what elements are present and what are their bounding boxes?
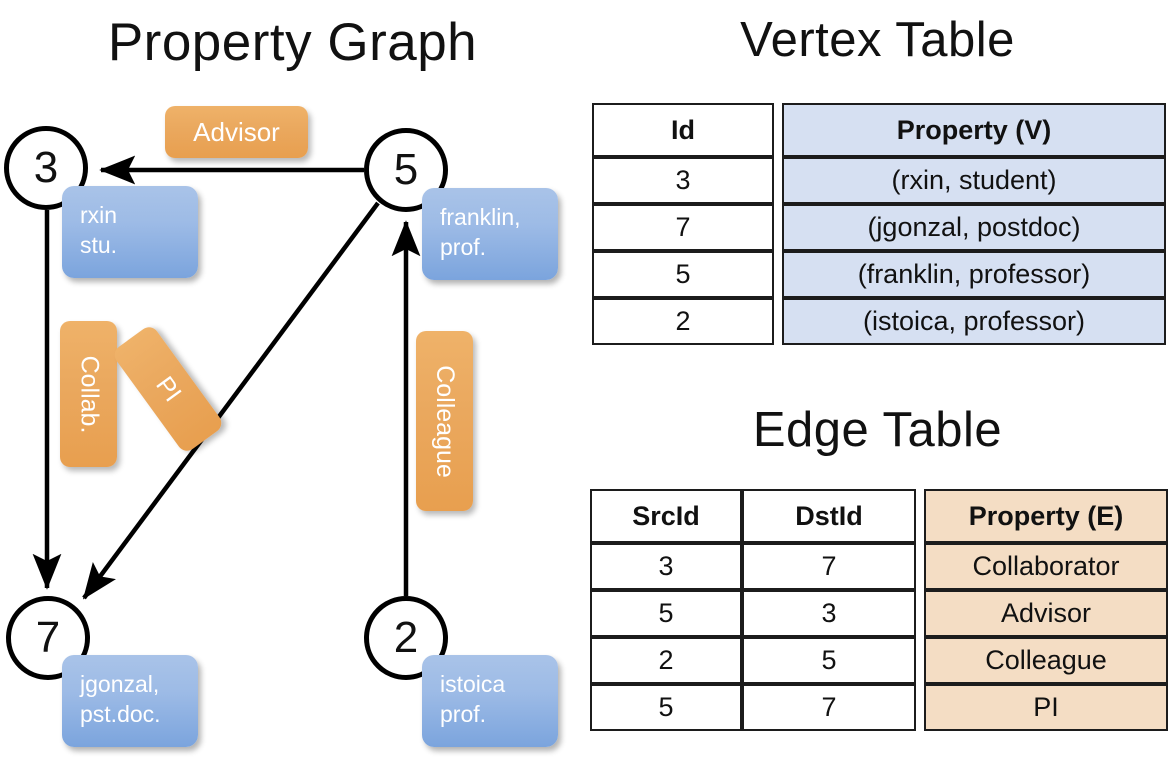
vertex-table: Id Property (V) 3 (rxin, student) 7 (jgo… <box>592 103 1166 345</box>
edge-pi-5-to-7 <box>82 201 380 600</box>
table-row: 5 (franklin, professor) <box>592 251 1166 298</box>
vertex-table-column-gap <box>774 251 782 298</box>
table-row: 7 (jgonzal, postdoc) <box>592 204 1166 251</box>
vertex-cell-id: 5 <box>592 251 774 298</box>
vertex-cell-id: 3 <box>592 157 774 204</box>
edge-cell-srcid: 5 <box>590 590 742 637</box>
vertex-table-column-gap <box>774 298 782 345</box>
edge-cell-dstid: 5 <box>742 637 916 684</box>
vertex-property-line-2: pst.doc. <box>80 701 161 727</box>
table-row: 3 7 Collaborator <box>590 543 1168 590</box>
vertex-property-line-1: rxin <box>80 202 118 228</box>
edge-cell-property: Colleague <box>924 637 1168 684</box>
vertex-property-box-5: franklin, prof. <box>422 188 558 280</box>
vertex-property-line-1: jgonzal, <box>80 671 160 697</box>
table-row: 5 3 Advisor <box>590 590 1168 637</box>
edge-table-column-gap <box>916 637 924 684</box>
edge-cell-srcid: 3 <box>590 543 742 590</box>
vertex-property-box-7: jgonzal, pst.doc. <box>62 655 198 747</box>
table-row: 3 (rxin, student) <box>592 157 1166 204</box>
property-graph-diagram: 3 5 7 2 rxin stu. franklin, prof. jgonza… <box>4 106 558 747</box>
edge-label-collab: Collab. <box>60 321 117 467</box>
vertex-property-line-1: istoica <box>440 671 506 697</box>
edge-table-column-gap <box>916 489 924 543</box>
edge-cell-property: Collaborator <box>924 543 1168 590</box>
edge-table-header-property: Property (E) <box>924 489 1168 543</box>
edge-label-advisor-text: Advisor <box>193 116 280 147</box>
vertex-property-line-2: stu. <box>80 232 118 258</box>
page-title-edge-table: Edge Table <box>752 403 1003 457</box>
vertex-property-box-2: istoica prof. <box>422 655 558 747</box>
vertex-table-column-gap <box>774 157 782 204</box>
edge-label-advisor: Advisor <box>165 106 308 158</box>
edge-table-column-gap <box>916 543 924 590</box>
edge-label-colleague: Colleague <box>416 331 473 511</box>
edge-label-colleague-text: Colleague <box>431 364 459 478</box>
edge-label-collab-text: Collab. <box>75 355 104 433</box>
graph-edges-layer <box>32 155 421 600</box>
vertex-cell-id: 7 <box>592 204 774 251</box>
vertex-cell-id: 2 <box>592 298 774 345</box>
vertex-property-line-1: franklin, <box>440 204 521 230</box>
edge-table-header-dstid: DstId <box>742 489 916 543</box>
edge-cell-dstid: 3 <box>742 590 916 637</box>
vertex-property-line-2: prof. <box>440 701 487 727</box>
vertex-table-header-row: Id Property (V) <box>592 103 1166 157</box>
page-title-property-graph: Property Graph <box>107 13 478 72</box>
vertex-cell-property: (franklin, professor) <box>782 251 1166 298</box>
edge-table-header-srcid: SrcId <box>590 489 742 543</box>
edge-cell-property: Advisor <box>924 590 1168 637</box>
edge-table-column-gap <box>916 684 924 731</box>
edge-cell-property: PI <box>924 684 1168 731</box>
graph-node-2[interactable]: 2 <box>364 596 448 680</box>
vertex-property-box-3: rxin stu. <box>62 186 198 278</box>
edge-table-column-gap <box>916 590 924 637</box>
vertex-table-column-gap <box>774 103 782 157</box>
vertex-table-header-property: Property (V) <box>782 103 1166 157</box>
edge-table-header-row: SrcId DstId Property (E) <box>590 489 1168 543</box>
edge-cell-dstid: 7 <box>742 543 916 590</box>
vertex-cell-property: (rxin, student) <box>782 157 1166 204</box>
vertex-table-column-gap <box>774 204 782 251</box>
vertex-property-line-2: prof. <box>440 234 487 260</box>
edge-cell-srcid: 5 <box>590 684 742 731</box>
vertex-table-header-id: Id <box>592 103 774 157</box>
edge-table: SrcId DstId Property (E) 3 7 Collaborato… <box>590 489 1168 731</box>
graph-node-5[interactable]: 5 <box>364 128 448 212</box>
table-row: 2 (istoica, professor) <box>592 298 1166 345</box>
table-row: 2 5 Colleague <box>590 637 1168 684</box>
edge-cell-srcid: 2 <box>590 637 742 684</box>
vertex-cell-property: (jgonzal, postdoc) <box>782 204 1166 251</box>
vertex-cell-property: (istoica, professor) <box>782 298 1166 345</box>
table-row: 5 7 PI <box>590 684 1168 731</box>
edge-cell-dstid: 7 <box>742 684 916 731</box>
page-title-vertex-table: Vertex Table <box>740 13 1015 67</box>
edge-label-pi-text: PI <box>150 370 187 407</box>
